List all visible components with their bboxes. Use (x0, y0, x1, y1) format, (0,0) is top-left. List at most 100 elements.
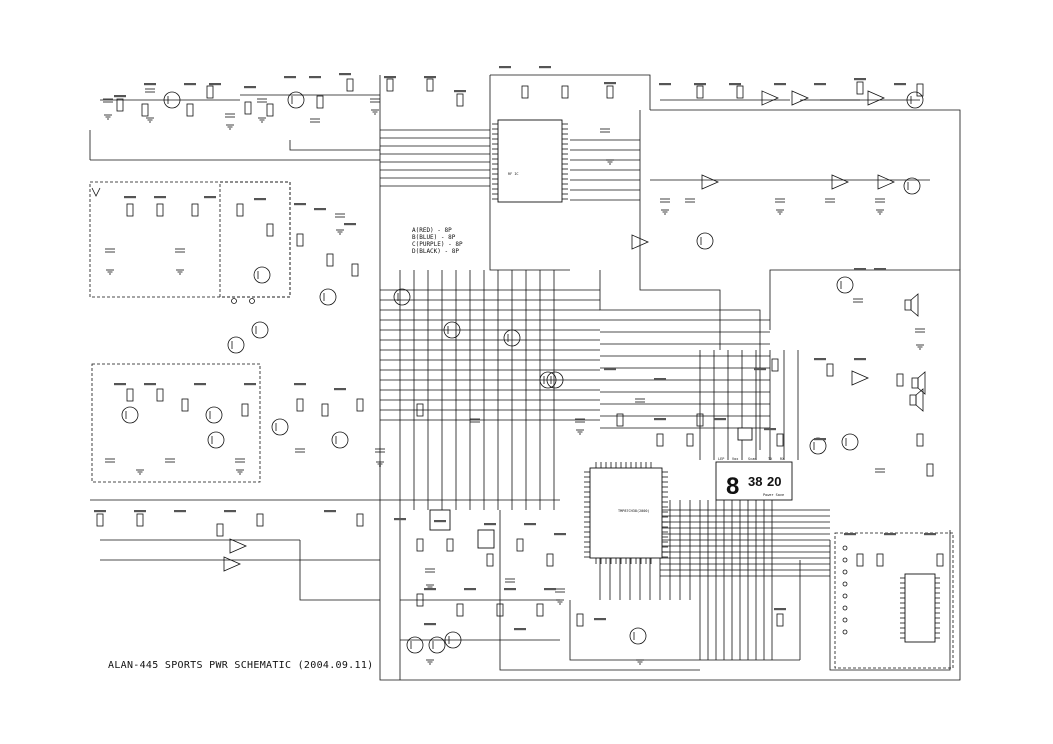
resistor-symbol (156, 388, 164, 402)
designator-mark (424, 588, 436, 591)
opamp-symbol (877, 174, 895, 190)
designator-mark (224, 510, 236, 513)
designator-mark (244, 383, 256, 386)
transistor-symbol (503, 329, 521, 347)
transistor-symbol (629, 627, 647, 645)
designator-mark (764, 428, 776, 431)
resistor-symbol (236, 203, 244, 217)
resistor-symbol (426, 78, 434, 92)
transistor-symbol (163, 91, 181, 109)
designator-mark (854, 268, 866, 271)
designator-mark (499, 66, 511, 69)
designator-mark (604, 368, 616, 371)
wire (829, 530, 951, 671)
resistor-symbol (686, 433, 694, 447)
speaker-note-a: A(RED) - 8P (412, 227, 452, 234)
transistor-symbol (393, 288, 411, 306)
designator-mark (774, 83, 786, 86)
resistor-symbol (356, 513, 364, 527)
resistor-symbol (126, 388, 134, 402)
designator-mark (854, 358, 866, 361)
designator-mark (714, 418, 726, 421)
resistor-symbol (96, 513, 104, 527)
resistor-symbol (521, 85, 529, 99)
transistor-symbol (906, 91, 924, 109)
switch-contact (249, 298, 255, 304)
if-module-box (91, 363, 261, 483)
resistor-symbol (206, 85, 214, 99)
connector-pin (842, 569, 848, 575)
resistor-symbol (656, 433, 664, 447)
designator-mark (654, 378, 666, 381)
resistor-symbol (191, 203, 199, 217)
speaker-wire-notes: A(RED) - 8P B(BLUE) - 8P C(PURPLE) - 8P … (412, 227, 463, 255)
small-ic (477, 529, 495, 549)
designator-mark (554, 533, 566, 536)
resistor-symbol (326, 253, 334, 267)
designator-mark (339, 73, 351, 76)
designator-mark (134, 510, 146, 513)
speaker-note-c: C(PURPLE) - 8P (412, 241, 463, 248)
designator-mark (424, 76, 436, 79)
designator-mark (814, 438, 826, 441)
resistor-symbol (346, 78, 354, 92)
connector-pin (842, 617, 848, 623)
connector-pin (842, 593, 848, 599)
resistor-symbol (916, 83, 924, 97)
resistor-symbol (296, 398, 304, 412)
opamp-symbol (631, 234, 649, 250)
transistor-symbol (227, 336, 245, 354)
designator-mark (594, 618, 606, 621)
designator-mark (924, 533, 936, 536)
resistor-symbol (826, 363, 834, 377)
designator-mark (309, 76, 321, 79)
designator-mark (144, 83, 156, 86)
transistor-symbol (696, 232, 714, 250)
lcd-top-label-5: RX (780, 457, 785, 461)
transistor-symbol (121, 406, 139, 424)
designator-mark (694, 83, 706, 86)
lcd-top-label-2: Vox (732, 457, 738, 461)
connector-pin (842, 545, 848, 551)
designator-mark (754, 368, 766, 371)
resistor-symbol (456, 603, 464, 617)
resistor-symbol (536, 603, 544, 617)
resistor-symbol (616, 413, 624, 427)
designator-mark (894, 83, 906, 86)
designator-mark (424, 623, 436, 626)
transistor-symbol (319, 288, 337, 306)
resistor-symbol (856, 81, 864, 95)
transistor-symbol (546, 371, 564, 389)
main-rf-ic (497, 119, 563, 203)
resistor-symbol (736, 85, 744, 99)
speaker-note-b: B(BLUE) - 8P (412, 234, 456, 241)
designator-mark (514, 628, 526, 631)
wire (490, 74, 651, 110)
power-module-box (834, 532, 954, 669)
resistor-symbol (116, 98, 124, 112)
resistor-symbol (576, 613, 584, 627)
speaker-symbol (909, 394, 917, 406)
designator-mark (604, 82, 616, 85)
regulator-ic (904, 573, 936, 643)
resistor-symbol (606, 85, 614, 99)
resistor-symbol (356, 398, 364, 412)
designator-mark (144, 383, 156, 386)
lcd-readout-right: 20 (767, 474, 781, 489)
resistor-symbol (516, 538, 524, 552)
wire (299, 540, 380, 601)
lcd-readout-left: 38 (748, 474, 762, 489)
resistor-symbol (266, 223, 274, 237)
main-mcu-ic (589, 467, 663, 559)
designator-mark (314, 208, 326, 211)
designator-mark (174, 510, 186, 513)
speaker-symbol (917, 371, 926, 395)
designator-mark (294, 383, 306, 386)
transistor-symbol (841, 433, 859, 451)
wire (91, 187, 101, 197)
designator-mark (124, 196, 136, 199)
designator-mark (114, 383, 126, 386)
wire (379, 75, 961, 681)
designator-mark (284, 76, 296, 79)
designator-mark (434, 520, 446, 523)
